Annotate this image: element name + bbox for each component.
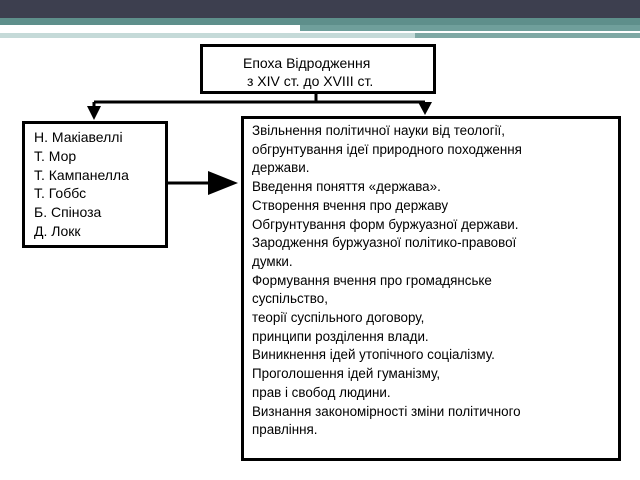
idea-line: Виникнення ідей утопічного соціалізму. xyxy=(252,347,495,363)
idea-line: Зародження буржуазної політико-правової xyxy=(252,235,517,251)
thinker-item: Д. Локк xyxy=(34,222,81,239)
arrowhead-right xyxy=(418,102,432,115)
thinker-item: Т. Кампанелла xyxy=(34,166,129,183)
ideas-box: Звільнення політичної науки від теології… xyxy=(241,116,621,461)
thinker-item: Н. Макіавеллі xyxy=(34,129,123,145)
thinker-item: Т. Гоббс xyxy=(34,185,87,202)
idea-line: Проголошення ідей гуманізму, xyxy=(252,366,441,382)
idea-line: обгрунтування ідеї природного походження xyxy=(252,141,522,157)
header-bar-teal-accent-lower xyxy=(415,33,640,38)
idea-line: суспільство, xyxy=(252,291,328,307)
idea-line: правління. xyxy=(252,422,318,438)
idea-line: принципи розділення влади. xyxy=(252,328,429,344)
idea-line: Формування вчення про громадянське xyxy=(252,272,492,288)
header-bar-teal xyxy=(0,18,640,25)
era-box: Епоха Відродження з XIV ст. до XVIII ст. xyxy=(200,44,436,94)
header-bar-dark xyxy=(0,0,640,18)
idea-line: теорії суспільного договору, xyxy=(252,310,425,326)
header-bar-teal-accent xyxy=(300,25,640,31)
arrowhead-left xyxy=(87,106,101,120)
era-period: з XIV ст. до XVIII ст. xyxy=(247,73,374,89)
thinkers-box: Н. Макіавеллі Т. Мор Т. Кампанелла Т. Го… xyxy=(22,121,168,248)
header-bar-light xyxy=(0,33,640,38)
idea-line: думки. xyxy=(252,253,293,269)
idea-line: Звільнення політичної науки від теології… xyxy=(252,123,505,138)
idea-line: держави. xyxy=(252,160,310,176)
idea-line: Визнання закономірності зміни політичног… xyxy=(252,403,521,419)
thinker-item: Б. Спіноза xyxy=(34,204,102,221)
thinker-item: Т. Мор xyxy=(34,147,77,164)
idea-line: Введення поняття «держава». xyxy=(252,179,441,195)
era-title: Епоха Відродження xyxy=(243,55,371,71)
idea-line: Обгрунтування форм буржуазної держави. xyxy=(252,216,519,232)
arrowhead-main xyxy=(208,171,238,195)
idea-line: Створення вчення про державу xyxy=(252,197,449,213)
idea-line: прав і свобод людини. xyxy=(252,384,391,400)
